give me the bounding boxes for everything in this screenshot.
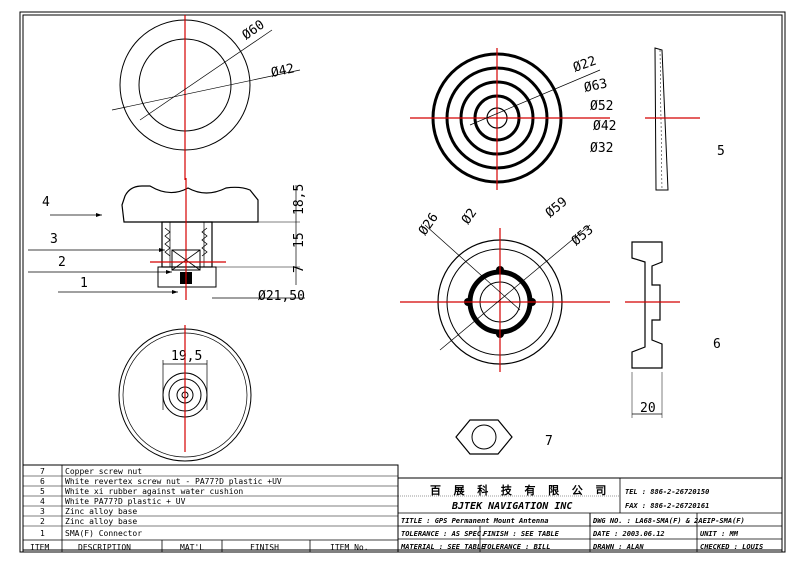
dim-base-d26: Ø26 xyxy=(416,210,442,238)
callout-5: 5 xyxy=(717,144,725,159)
dim-15: 15 xyxy=(292,232,307,248)
drawing-date: DATE : 2003.06.12 xyxy=(592,530,665,538)
cap-top-view: Ø60 Ø42 xyxy=(111,15,301,180)
dim-d42: Ø42 xyxy=(270,61,296,81)
base-bottom-view: 19,5 xyxy=(118,325,252,462)
drawing-finish: FINISH : SEE TABLE xyxy=(483,530,560,538)
dim-d21-50: Ø21,50 xyxy=(258,289,305,304)
title-block: 百 展 科 技 有 限 公 司 BJTEK NAVIGATION INC TEL… xyxy=(397,477,783,553)
drawing-material: MATERIAL : SEE TABLE xyxy=(400,543,486,551)
dim-d60: Ø60 xyxy=(240,18,268,44)
drawing-unit: UNIT : MM xyxy=(700,530,739,538)
dim-19-5: 19,5 xyxy=(171,349,202,364)
callout-4: 4 xyxy=(42,195,50,210)
dim-base-d59: Ø59 xyxy=(543,194,571,221)
bom-item-1: 1 xyxy=(40,529,45,538)
dim-w20: 20 xyxy=(640,401,656,416)
bom-item-3: 3 xyxy=(40,507,45,516)
bom-header-desc: DESCRIPTION xyxy=(78,543,131,552)
bom-header-finish: FINISH xyxy=(250,543,279,552)
bom-item-6: 6 xyxy=(40,477,45,486)
ring-section-5: 5 xyxy=(645,47,725,191)
bom-desc-4: White PA77?D plastic + UV xyxy=(65,497,186,506)
dim-ring-d32: Ø32 xyxy=(590,141,613,156)
callout-2: 2 xyxy=(58,255,66,270)
bom-desc-3: Zinc alloy base xyxy=(65,507,137,516)
bom-desc-5: White xi rubber against water cushion xyxy=(65,487,243,496)
drawing-title: TITLE : GPS Permanent Mount Antenna xyxy=(401,517,549,525)
company-tel: TEL : 886-2-26720150 xyxy=(625,488,709,496)
drawing-number: DWG NO. : LA68-SMA(F) & 2AEIP-SMA(F) xyxy=(592,517,745,525)
bom-item-5: 5 xyxy=(40,487,45,496)
callout-7: 7 xyxy=(545,434,553,449)
dim-base-d2: Ø2 xyxy=(459,206,480,227)
drawing-checked-by: CHECKED : LOUIS xyxy=(700,543,763,551)
inner-border xyxy=(22,14,783,551)
bom-desc-6: White revertex screw nut - PA77?D plasti… xyxy=(65,477,282,486)
side-section-view: 4 3 2 1 18,5 15 7 Ø21,50 xyxy=(28,178,307,304)
bom-header-itemno: ITEM No. xyxy=(330,543,369,552)
bom-table: 7 Copper screw nut 6 White revertex scre… xyxy=(22,464,399,553)
dim-ring-d42: Ø42 xyxy=(593,119,616,134)
bom-desc-1: SMA(F) Connector xyxy=(65,529,142,538)
base-ring-view: Ø26 Ø2 Ø59 Ø53 xyxy=(400,194,610,372)
callout-6: 6 xyxy=(713,337,721,352)
bom-desc-7: Copper screw nut xyxy=(65,467,142,476)
bom-item-4: 4 xyxy=(40,497,45,506)
dim-ring-d52: Ø52 xyxy=(590,99,613,114)
rings-top-view: Ø22 Ø63 Ø52 Ø42 Ø32 xyxy=(410,48,616,190)
dim-18-5: 18,5 xyxy=(292,184,307,215)
dim-7: 7 xyxy=(292,265,307,273)
company-fax: FAX : 886-2-26720161 xyxy=(625,502,709,510)
dim-base-d53: Ø53 xyxy=(569,222,597,249)
hex-nut-7: 7 xyxy=(455,419,553,455)
bom-item-2: 2 xyxy=(40,517,45,526)
bom-desc-2: Zinc alloy base xyxy=(65,517,137,526)
bom-header-matl: MAT'L xyxy=(180,543,204,552)
bom-item-7: 7 xyxy=(40,467,45,476)
base-section-6: 20 6 xyxy=(625,241,721,418)
drawing-drawn-by: DRAWN : ALAN xyxy=(592,543,644,551)
company-name-en: BJTEK NAVIGATION INC xyxy=(451,501,572,512)
drawing-tolerance-2: TOLERANCE : BILL xyxy=(483,543,550,551)
callout-3: 3 xyxy=(50,232,58,247)
bom-header-item: ITEM xyxy=(30,543,49,552)
dim-ring-d63: Ø63 xyxy=(583,76,609,96)
company-name-cn: 百 展 科 技 有 限 公 司 xyxy=(430,483,609,497)
drawing-tolerance: TOLERANCE : AS SPEC. xyxy=(401,530,485,538)
callout-1: 1 xyxy=(80,276,88,291)
